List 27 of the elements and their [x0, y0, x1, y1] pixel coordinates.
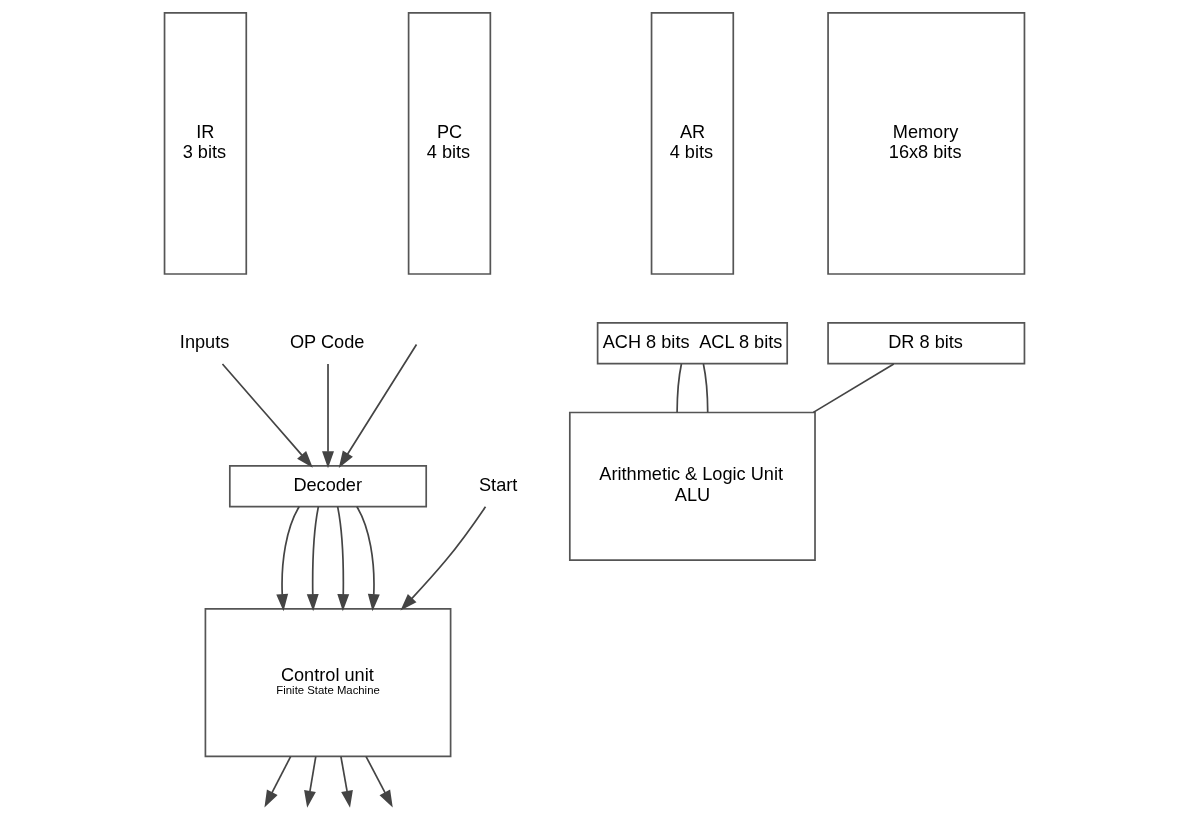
node-box: DR 8 bits — [826, 321, 1025, 365]
arrow — [336, 505, 349, 612]
arrow — [263, 755, 291, 808]
arrow — [275, 505, 300, 612]
node-text: Inputs — [179, 331, 229, 352]
node-box: PC 4 bits — [407, 12, 491, 275]
node-box: Control unit Finite State Machine — [204, 608, 451, 758]
node-box: AR 4 bits — [650, 12, 734, 275]
node-text: Start — [478, 474, 517, 495]
connector — [702, 363, 709, 414]
arrow — [321, 363, 334, 469]
node-box: IR 3 bits — [163, 12, 247, 275]
node-box: Memory 16x8 bits — [826, 12, 1025, 275]
arrow — [338, 343, 417, 468]
arrow — [306, 505, 319, 612]
connector — [675, 363, 682, 414]
arrow — [303, 755, 317, 808]
node-box: Arithmetic & Logic Unit ALU — [568, 411, 816, 561]
arrow — [339, 755, 353, 808]
node-box: ACH 8 bits ACL 8 bits — [596, 321, 788, 365]
arrow — [399, 505, 486, 611]
arrow — [221, 363, 313, 468]
arrow — [355, 505, 380, 612]
connector — [812, 363, 895, 414]
node-box: Decoder — [228, 465, 427, 508]
arrow — [364, 755, 393, 808]
node-text: OP Code — [289, 331, 364, 352]
